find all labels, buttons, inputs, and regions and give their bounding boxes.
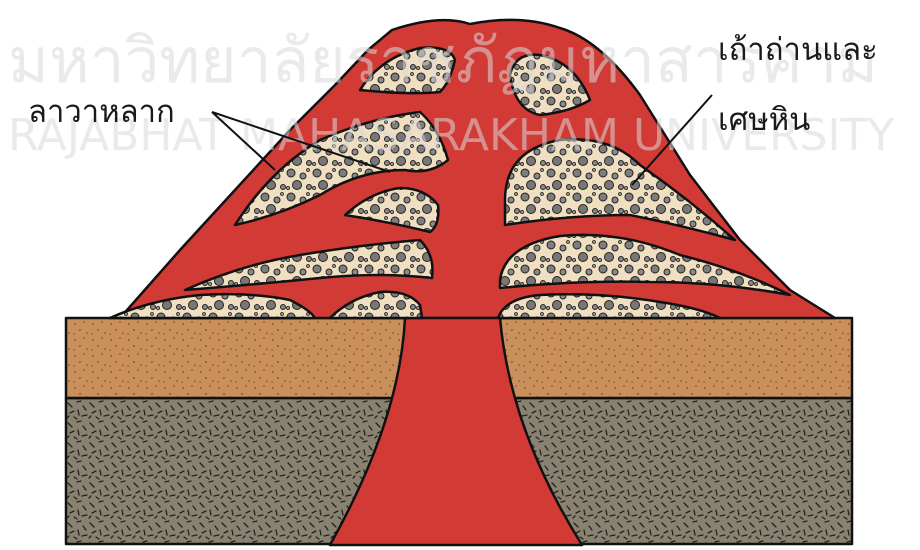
label-ash-line1: เถ้าถ่านและ [718,32,878,68]
label-ash-line2: เศษหิน [718,102,810,138]
label-lava-flow: ลาวาหลาก [28,94,175,130]
